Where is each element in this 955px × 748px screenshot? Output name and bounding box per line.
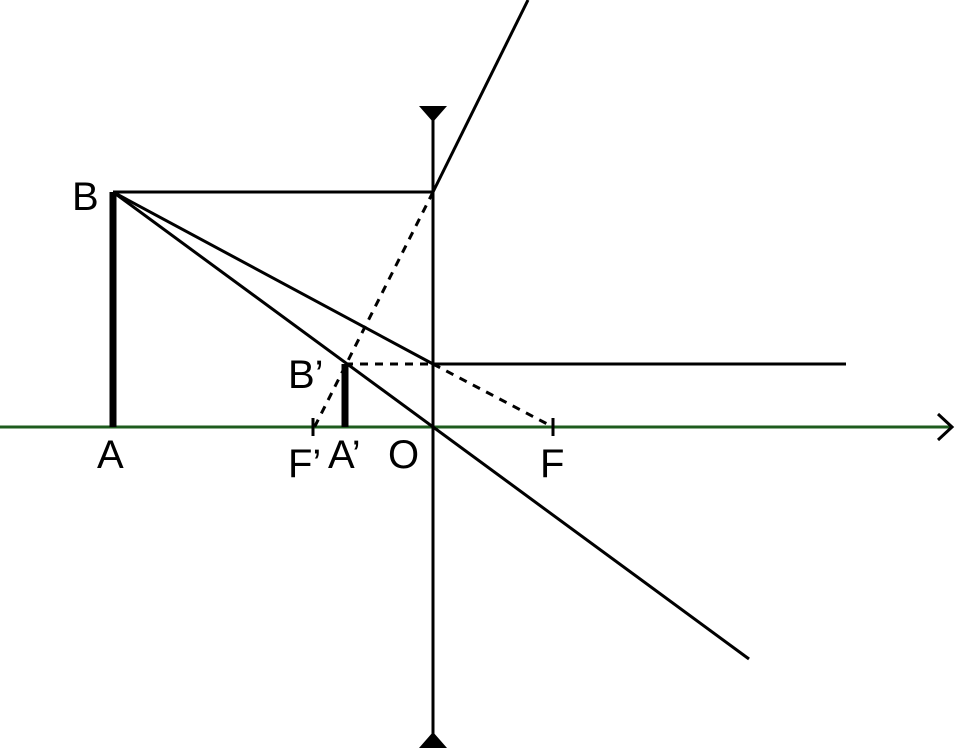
- label-A: A: [97, 433, 124, 477]
- label-F-prime: F’: [288, 442, 321, 486]
- label-O: O: [388, 433, 419, 477]
- ray-through-center: [112, 190, 750, 661]
- label-B: B: [72, 175, 99, 219]
- lens-top-arrowhead: [419, 106, 447, 122]
- ray-toward-focus-incident: [112, 190, 434, 366]
- ray-toward-focus-virtual-extension: [432, 362, 554, 429]
- label-F: F: [540, 442, 564, 486]
- ray-parallel-virtual-extension: [310, 191, 435, 433]
- ray-parallel-refracted: [431, 0, 530, 193]
- label-A-prime: A’: [328, 433, 361, 477]
- lens-bottom-arrowhead: [419, 732, 447, 748]
- label-B-prime: B’: [288, 353, 324, 397]
- principal-axis-arrowhead: [936, 412, 955, 442]
